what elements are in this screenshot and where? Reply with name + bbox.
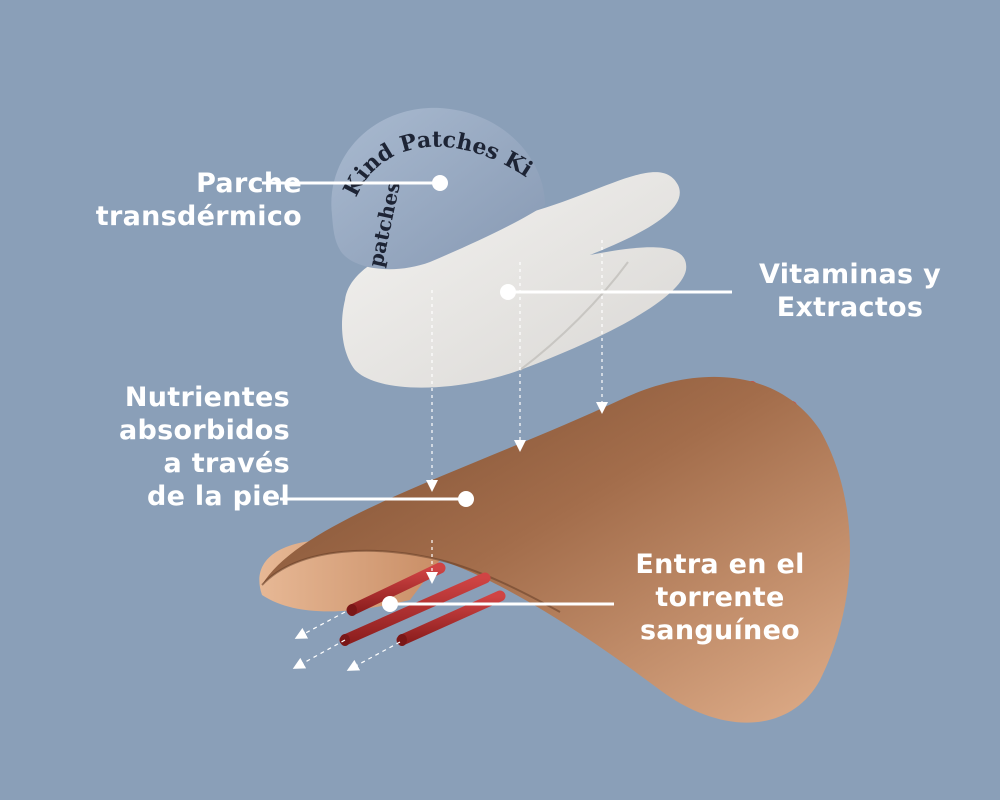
label-line: de la piel xyxy=(146,481,290,512)
label-line: sanguíneo xyxy=(639,615,801,646)
label-line: a través xyxy=(163,448,290,479)
label-vitaminas-extractos: Vitaminas y Extractos xyxy=(725,258,975,324)
label-line: Extractos xyxy=(776,292,924,323)
flow-arrows-out xyxy=(292,611,401,671)
leader-dots xyxy=(382,175,516,612)
label-line: Entra en el xyxy=(635,549,805,580)
label-line: absorbidos xyxy=(118,415,290,446)
label-line: Vitaminas y xyxy=(758,259,941,290)
label-line: transdérmico xyxy=(95,201,302,232)
label-parche-transdermico: Parche transdérmico xyxy=(40,167,302,233)
label-line: Parche xyxy=(196,168,302,199)
label-torrente-sanguineo: Entra en el torrente sanguíneo xyxy=(605,548,835,647)
label-line: Nutrientes xyxy=(124,382,290,413)
label-line: torrente xyxy=(655,582,785,613)
leader-lines xyxy=(262,181,732,606)
label-nutrientes-absorbidos: Nutrientes absorbidos a través de la pie… xyxy=(40,381,290,513)
vitamin-extract-layer xyxy=(342,172,687,388)
